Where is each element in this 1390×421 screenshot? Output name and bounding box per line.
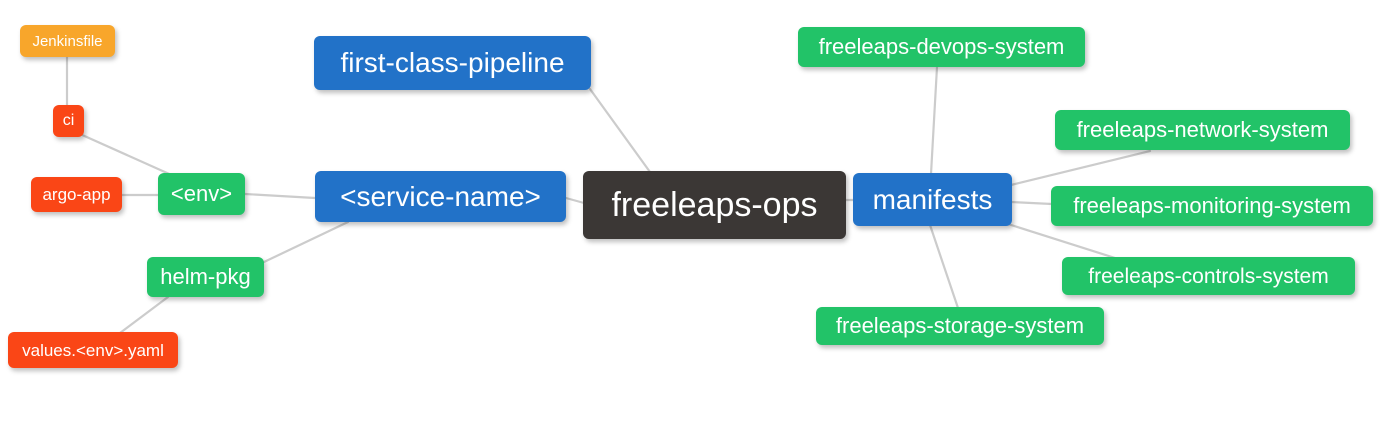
node-freeleaps-ops[interactable]: freeleaps-ops (583, 171, 846, 239)
edge-ci-env (78, 132, 178, 179)
node-freeleaps-controls-system[interactable]: freeleaps-controls-system (1062, 257, 1355, 295)
node-argo-app[interactable]: argo-app (31, 177, 122, 212)
node-freeleaps-monitoring-system[interactable]: freeleaps-monitoring-system (1051, 186, 1373, 226)
node-env[interactable]: <env> (158, 173, 245, 215)
node-helm-pkg[interactable]: helm-pkg (147, 257, 264, 297)
edge-manifests-freeleaps-controls-system (1006, 222, 1117, 260)
node-freeleaps-network-system[interactable]: freeleaps-network-system (1055, 110, 1350, 150)
edge-first-class-pipeline-freeleaps-ops (588, 87, 652, 174)
edge-env-service-name (243, 192, 317, 200)
node-manifests[interactable]: manifests (853, 173, 1012, 226)
node-values-env-yaml[interactable]: values.<env>.yaml (8, 332, 178, 368)
node-freeleaps-devops-system[interactable]: freeleaps-devops-system (798, 27, 1085, 67)
edge-values-env-yaml-helm-pkg (118, 295, 170, 335)
edge-manifests-freeleaps-monitoring-system (1009, 200, 1054, 206)
node-first-class-pipeline[interactable]: first-class-pipeline (314, 36, 591, 90)
node-jenkinsfile[interactable]: Jenkinsfile (20, 25, 115, 57)
edge-manifests-freeleaps-devops-system (929, 65, 939, 176)
node-service-name[interactable]: <service-name> (315, 171, 566, 222)
edge-helm-pkg-service-name (262, 220, 350, 264)
edge-manifests-freeleaps-network-system (1009, 149, 1152, 187)
node-ci[interactable]: ci (53, 105, 84, 137)
node-freeleaps-storage-system[interactable]: freeleaps-storage-system (816, 307, 1104, 345)
edge-manifests-freeleaps-storage-system (928, 223, 960, 310)
edge-service-name-freeleaps-ops (564, 196, 586, 205)
